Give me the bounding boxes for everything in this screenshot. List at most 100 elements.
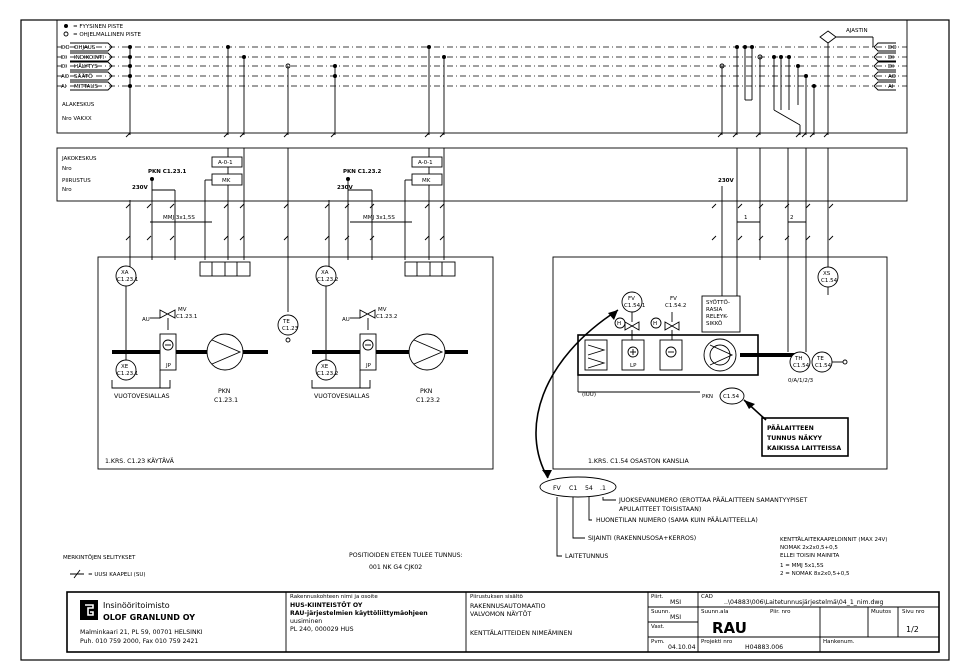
cable-symbol-icon [70,569,84,579]
a01-label: A-0-1 [218,160,233,166]
pirt-value: MSI [670,599,681,606]
au-label: AU [342,317,350,323]
ajastin-label: AJASTIN [846,28,868,34]
h-label: H [617,321,621,327]
h-label: H [653,321,657,327]
tag-explain-line: HUONETILAN NUMERO (SAMA KUIN PÄÄLAITTEEL… [596,515,758,524]
left-control-group: A-0-1 MK PKN C1.23.1 230V MMJ 3x1,5S [129,148,289,312]
te-tag-num: C1.54 [815,363,832,369]
valve-icon [624,321,640,331]
svg-text:2 = NOMAK 8x2x0,5+0,5: 2 = NOMAK 8x2x0,5+0,5 [780,571,850,577]
callout-text: KAIKISSA LAITTEISSA [767,445,841,452]
mv-tag: MV [378,307,387,313]
tag-explain-line: JUOKSEVANUMERO (EROTTAA PÄÄLAITTEEN SAMA… [618,495,807,504]
wire2-label: 2 [790,215,794,221]
left-field-devices: XA C1.23.1 AU MV C1.23.1 TE C1.23 JP XE … [111,261,299,404]
bus-label: MITTAUS [74,84,98,90]
company-phone: Puh. 010 759 2000, Fax 010 759 2421 [80,638,198,645]
right-field-devices: FV C1.54.1 H FV C1.54.2 H SYÖTTÖ- RASIA … [577,260,849,457]
hankenum-label: Hankenum. [823,639,855,645]
jakokeskus-nro: Nro [62,166,72,172]
legend-cable: = UUSI KAAPELI (SU) [88,572,146,578]
bus-drops [129,47,815,135]
company-address: Malminkaari 21, PL 59, 00701 HELSINKI [80,629,203,636]
valve-icon [359,309,376,319]
tag-part: FV [553,485,562,492]
svg-text:ELLEI TOISIN MAINITA: ELLEI TOISIN MAINITA [780,553,840,559]
tag-explain-line: SIJAINTI (RAKENNUSOSA+KERROS) [588,535,696,542]
svg-text:KENTTÄLAITEKAAPELOINNIT (MAX 2: KENTTÄLAITEKAAPELOINNIT (MAX 24V) [780,536,887,543]
callout-text: PÄÄLAITTEEN [767,423,814,432]
xe-tag-num: C1.23.1 [117,371,138,377]
cad-label: CAD [701,594,713,600]
bus-label: INDIKOINTI [74,55,104,61]
positions-note: POSITIOIDEN ETEEN TULEE TUNNUS: [349,552,463,559]
xa-tag: XA [121,270,129,276]
fv1-tag-num: C1.54.1 [624,303,645,309]
valve-icon [159,309,176,319]
tag-part: .1 [600,485,606,492]
muutos-label: Muutos [871,609,891,615]
alakeskus-title: ALAKESKUS [62,102,95,108]
suunn-label: Suunn. [651,609,670,615]
bus-label: OHJAUS [74,45,96,51]
pkn-tag: C1.54 [723,394,740,400]
tag-part: 54 [585,485,593,492]
tag-explain-line: LAITETUNNUS [565,553,608,560]
room-c1-54 [552,256,888,470]
alarm-symbol [115,265,137,287]
suunala-value: RAU [712,619,747,637]
bus-code: DI [61,64,67,70]
basin-label: VUOTOVESIALLAS [114,393,170,400]
basin-label: VUOTOVESIALLAS [314,393,370,400]
title-block: Insinööritoimisto OLOF GRANLUND OY Malmi… [66,591,940,653]
jakokeskus-panel [56,147,908,202]
coil-box [159,333,177,371]
valve-icon [664,321,680,331]
suunn-value: MSI [670,614,681,621]
te-tag-num: C1.23 [282,326,299,332]
pirt-label: Piirt. [651,594,664,600]
pvm-value: 04.10.04 [668,644,696,651]
content-line: KENTTÄLAITTEIDEN NIMEÄMINEN [470,628,573,637]
xe-tag: XE [321,364,329,370]
svg-text:NOMAK 2x2x0,5+0,5: NOMAK 2x2x0,5+0,5 [780,545,838,551]
sivu-label: Sivu nro [902,609,925,615]
program-point-icon [63,31,69,37]
v230-label: 230V [132,185,148,191]
tag-part: C1 [569,485,577,492]
mv-tag-num: C1.23.1 [176,314,197,320]
supply-text: SIKKÖ [706,320,723,327]
bus-code-right: AO [888,74,897,80]
bus-connection-points [128,45,816,88]
pkn-tag-bubble [719,387,745,405]
link-arrow [535,309,619,479]
legend-program-point: = OHJELMALLINEN PISTE [73,32,141,38]
callout-text: TUNNUS NÄKYY [767,433,822,442]
xa-tag-num: C1.23.1 [117,277,138,283]
granlund-logo [80,600,98,620]
supply-text: SYÖTTÖ- [706,299,730,306]
tag-bubble [539,476,617,498]
owner-name: HUS-KIINTEISTÖT OY [290,600,363,609]
cables-note: KENTTÄLAITEKAAPELOINNIT (MAX 24V) NOMAK … [780,536,887,577]
mk-label: MK [422,178,431,184]
owner-address: PL 240, 000029 HUS [290,626,354,633]
room-c1-23-label: 1.KRS. C1.23 KÄYTÄVÄ [105,456,175,465]
suunala-label: Suunn.ala [701,609,728,615]
au-label: AU [142,317,150,323]
bus-code-right: DO [888,45,897,51]
xa-tag-num: C1.23.2 [317,277,338,283]
timer-icon [819,30,837,44]
pvm-label: Pvm. [651,639,665,645]
bus-labels-left: DO DI DI AO AI OHJAUS INDIKOINTI HÄLYTYS… [61,42,113,91]
fan-icon [703,338,737,372]
te-tag: TE [282,319,290,325]
te-tag: TE [816,356,824,362]
xe-tag: XE [121,364,129,370]
company-name: Insinööritoimisto [103,601,170,610]
sivu-value: 1/2 [906,625,919,634]
pkn-tag: C1.23.2 [416,397,440,404]
owner-project-2: uusiminen [290,618,322,625]
projekti-label: Projekti nro [701,639,733,645]
